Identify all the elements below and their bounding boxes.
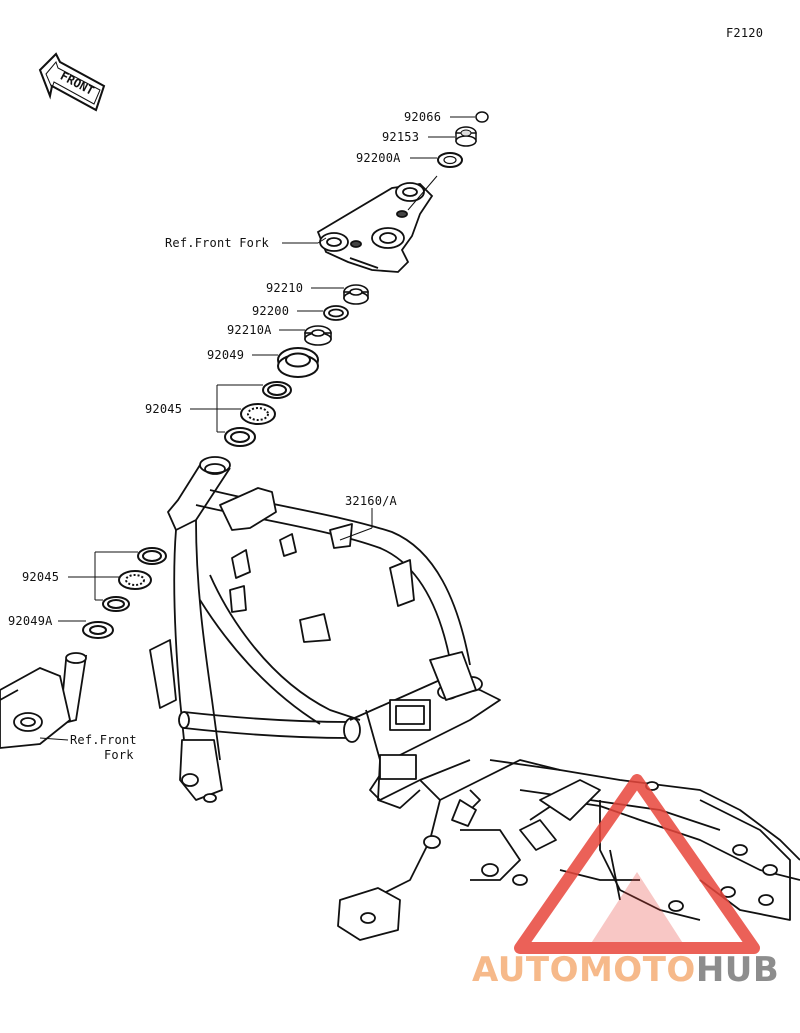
callout-92200A: 92200A (356, 151, 401, 165)
watermark-text: AUTOMOTOHUB (472, 952, 779, 988)
part-92045-bearing-top (224, 381, 292, 447)
callout-ref-front-fork-bottom-line2: Fork (104, 748, 134, 762)
callout-92049A: 92049A (8, 614, 53, 628)
callout-92045-left: 92045 (22, 570, 60, 584)
watermark-logo (514, 774, 760, 954)
upper-triple-clamp (316, 182, 434, 273)
part-92049-seal (277, 347, 319, 378)
callout-ref-front-fork-bottom-line1: Ref.Front (70, 733, 137, 747)
callout-92210: 92210 (266, 281, 304, 295)
part-92066-cap (475, 111, 489, 123)
lower-triple-clamp-stem (0, 652, 88, 749)
callout-92045-top: 92045 (145, 402, 183, 416)
watermark-text-part1: AUTOMOTO (472, 950, 696, 990)
callout-ref-front-fork-top: Ref.Front Fork (165, 236, 269, 250)
callout-92153: 92153 (382, 130, 420, 144)
part-92210A-nut (304, 325, 332, 346)
callout-92066: 92066 (404, 110, 442, 124)
front-direction-arrow: FRONT (38, 52, 106, 112)
part-92153-nut (455, 126, 477, 147)
part-92049A-seal (82, 621, 114, 639)
part-92200-washer (323, 305, 349, 321)
part-92210-nut (343, 284, 369, 305)
callout-32160A: 32160/A (345, 494, 397, 508)
part-92045-bearing-left (102, 547, 167, 612)
callout-92210A: 92210A (227, 323, 272, 337)
watermark-text-part2: HUB (695, 950, 780, 990)
part-92200A-washer (437, 152, 463, 168)
leader-lines (39, 116, 475, 741)
main-frame-32160A (149, 456, 800, 941)
callout-92049: 92049 (207, 348, 245, 362)
callout-92200: 92200 (252, 304, 290, 318)
figure-code: F2120 (726, 26, 764, 40)
